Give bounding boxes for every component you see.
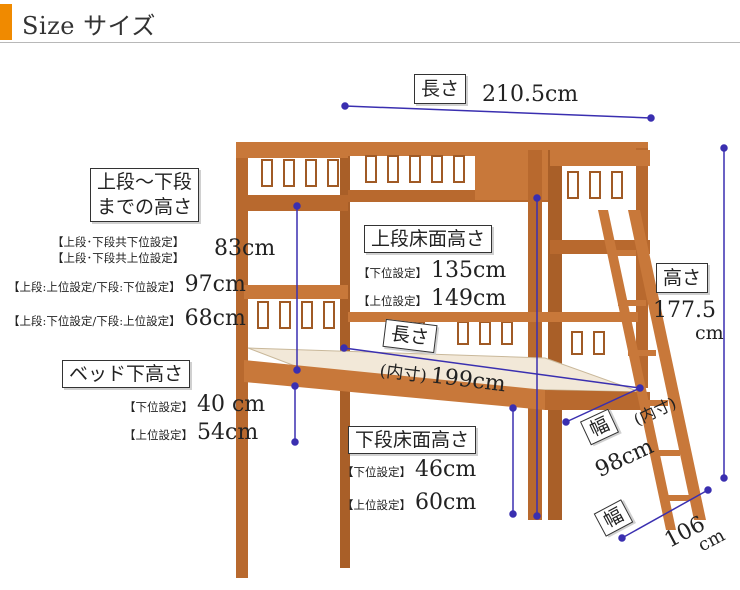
lower-floor-row-2: 【上位設定】 60cm (342, 490, 476, 515)
upper-to-lower-note-1b: 【上段･下段共上位設定】 (52, 251, 185, 265)
upper-to-lower-note-1a: 【上段･下段共下位設定】 (52, 235, 185, 249)
upper-to-lower-line2: までの高さ (97, 196, 193, 218)
bed-under-row-2: 【上位設定】 54cm (124, 420, 258, 445)
bed-under-value-2: 54cm (197, 420, 259, 445)
upper-to-lower-row-2: 【上段:上位設定/下段:下位設定】 97cm (8, 272, 246, 297)
upper-to-lower-label: 上段〜下段 までの高さ (90, 168, 200, 222)
header-divider (0, 42, 740, 43)
height-unit: cm (695, 322, 724, 344)
lower-floor-row-1: 【下位設定】 46cm (342, 457, 476, 482)
page-title: Size サイズ (22, 12, 156, 40)
upper-floor-row-2: 【上位設定】 149cm (358, 286, 506, 311)
upper-floor-label: 上段床面高さ (364, 225, 493, 253)
lower-floor-value-1: 46cm (415, 457, 477, 482)
bed-under-label: ベッド下高さ (62, 360, 191, 388)
upper-to-lower-value-3: 68cm (184, 306, 246, 331)
upper-to-lower-row-3: 【上段:下位設定/下段:上位設定】 68cm (8, 306, 246, 331)
upper-floor-value-2: 149cm (431, 286, 507, 311)
length-value: 210.5cm (482, 82, 579, 107)
lower-floor-label: 下段床面高さ (348, 426, 477, 454)
inner-length-note: (内寸) (378, 361, 428, 387)
header-accent-bar (0, 4, 12, 40)
upper-to-lower-note-3: 【上段:下位設定/下段:上位設定】 (8, 314, 181, 328)
lower-floor-note-2: 【上位設定】 (342, 498, 411, 512)
upper-to-lower-value-1: 83cm (214, 236, 276, 261)
upper-floor-row-1: 【下位設定】 135cm (358, 258, 506, 283)
bed-frame (236, 142, 706, 578)
bed-under-value-1: 40 cm (197, 392, 266, 417)
upper-floor-value-1: 135cm (431, 258, 507, 283)
height-value: 177.5 (653, 298, 716, 323)
bed-under-note-2: 【上位設定】 (124, 428, 193, 442)
lower-floor-value-2: 60cm (415, 490, 477, 515)
upper-floor-note-2: 【上位設定】 (358, 294, 427, 308)
upper-to-lower-line1: 上段〜下段 (97, 171, 193, 193)
upper-to-lower-value-2: 97cm (184, 272, 246, 297)
upper-to-lower-note-2: 【上段:上位設定/下段:下位設定】 (8, 280, 181, 294)
bed-under-note-1: 【下位設定】 (124, 400, 193, 414)
height-label: 高さ (656, 263, 709, 293)
upper-floor-note-1: 【下位設定】 (358, 266, 427, 280)
dimension-lines (291, 102, 728, 542)
length-label: 長さ (414, 74, 467, 104)
lower-floor-note-1: 【下位設定】 (342, 465, 411, 479)
upper-to-lower-row-1: 【上段･下段共下位設定】 【上段･下段共上位設定】 (52, 234, 184, 266)
bed-under-row-1: 【下位設定】 40 cm (124, 392, 265, 417)
